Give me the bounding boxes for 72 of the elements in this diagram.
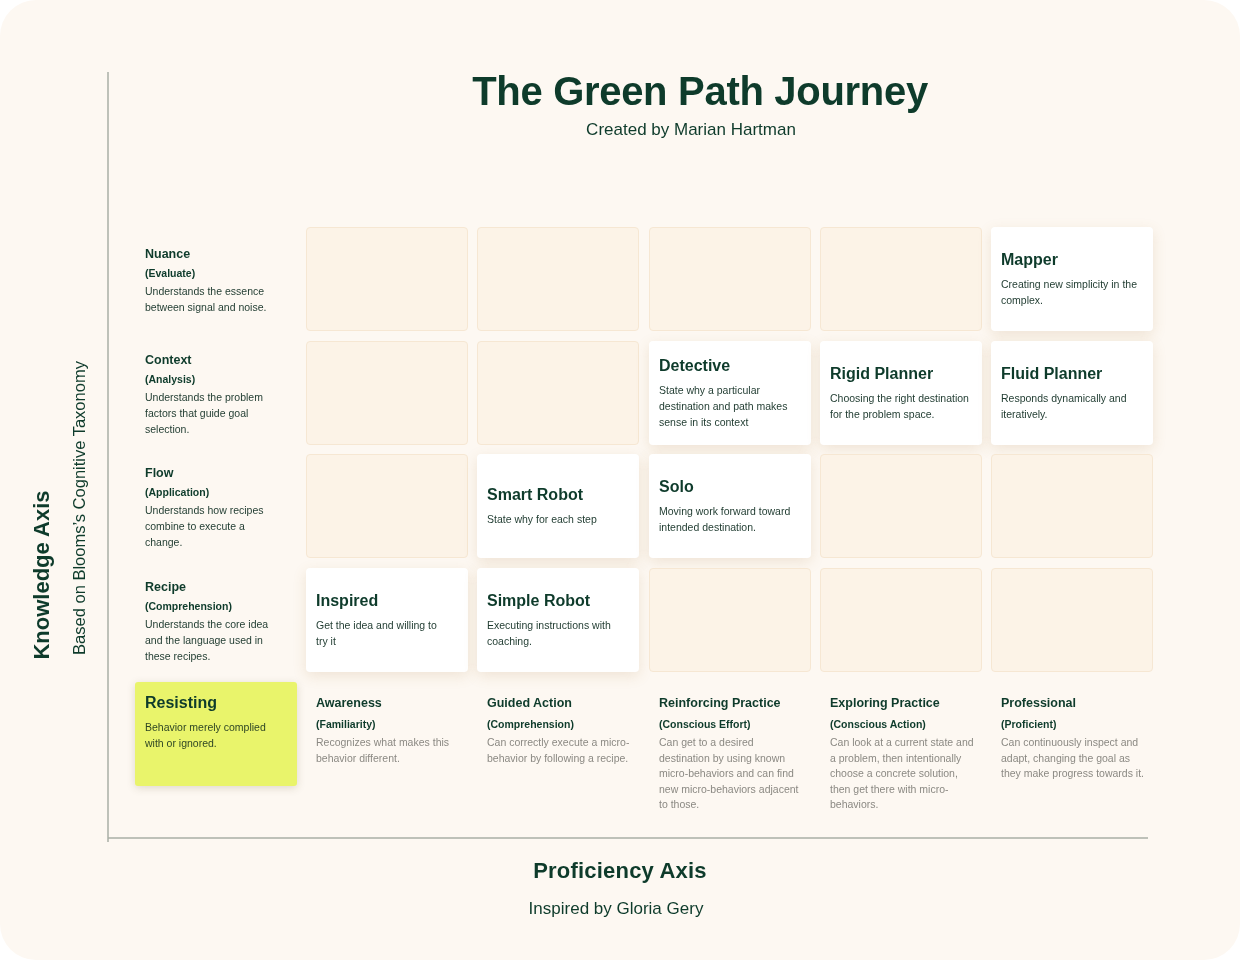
vertical-axis-subtitle: Based on Blooms’s Cognitive Taxonomy [69, 361, 89, 655]
column-description: Can continuously inspect and adapt, changing the goal as they make progress towards it. [1001, 735, 1145, 781]
card-description: Choosing the right destination for the problem space. [830, 391, 970, 422]
stage-card [991, 227, 1153, 331]
card-description: Executing instructions with coaching. [487, 618, 612, 649]
card-description: Get the idea and willing to try it [316, 618, 438, 649]
column-heading: Exploring Practice [830, 695, 940, 712]
column-heading: Awareness [316, 695, 382, 712]
card-title: Rigid Planner [830, 364, 934, 384]
card-title: Mapper [1001, 250, 1058, 270]
card-description: Moving work forward toward intended destination. [659, 504, 792, 535]
row-description: Understands the core idea and the language used in these recipes. [145, 617, 270, 664]
row-heading: Nuance [145, 246, 191, 263]
card-title: Simple Robot [487, 591, 591, 611]
column-level: (Conscious Action) [830, 717, 926, 732]
column-heading: Reinforcing Practice [659, 695, 781, 712]
empty-grid-slot [306, 227, 468, 331]
stage-card [820, 341, 982, 445]
empty-grid-slot [306, 454, 468, 558]
row-description: Understands the essence between signal and noise. [145, 284, 268, 315]
card-title: Inspired [316, 591, 379, 611]
highlighted-stage-card [135, 682, 297, 786]
row-description: Understands how recipes combine to execute a change. [145, 503, 265, 550]
empty-grid-slot [991, 454, 1153, 558]
horizontal-axis-subtitle: Inspired by Gloria Gery [528, 897, 704, 919]
empty-grid-slot [477, 227, 639, 331]
column-description: Can look at a current state and a problem, then intentionally choose a concrete solution, then get there with micro-behaviors. [830, 735, 975, 812]
empty-grid-slot [649, 568, 811, 672]
horizontal-axis-title: Proficiency Axis [533, 858, 707, 884]
row-heading: Flow [145, 465, 174, 482]
stage-card [306, 568, 468, 672]
card-description: Creating new simplicity in the complex. [1001, 277, 1138, 308]
column-heading: Professional [1001, 695, 1077, 712]
row-level: (Analysis) [145, 372, 196, 387]
card-description: Behavior merely complied with or ignored. [145, 720, 267, 751]
empty-grid-slot [477, 341, 639, 445]
column-level: (Proficient) [1001, 717, 1057, 732]
column-heading: Guided Action [487, 695, 572, 712]
card-title: Solo [659, 477, 694, 497]
card-description: State why a particular destination and path makes sense in its context [659, 383, 789, 430]
empty-grid-slot [820, 454, 982, 558]
card-title: Resisting [145, 693, 217, 713]
stage-card [649, 454, 811, 558]
empty-grid-slot [820, 227, 982, 331]
card-title: Fluid Planner [1001, 364, 1103, 384]
stage-card [477, 454, 639, 558]
column-level: (Comprehension) [487, 717, 574, 732]
column-description: Can correctly execute a micro-behavior by following a recipe. [487, 735, 631, 766]
card-description: State why for each step [487, 512, 597, 527]
diagram-title: The Green Path Journey [472, 68, 928, 114]
row-description: Understands the problem factors that guide goal selection. [145, 390, 264, 437]
row-level: (Evaluate) [145, 266, 196, 281]
row-heading: Recipe [145, 579, 186, 596]
stage-card [991, 341, 1153, 445]
card-title: Detective [659, 356, 731, 376]
empty-grid-slot [649, 227, 811, 331]
empty-grid-slot [991, 568, 1153, 672]
empty-grid-slot [820, 568, 982, 672]
stage-card [649, 341, 811, 445]
row-level: (Application) [145, 485, 210, 500]
diagram-subtitle: Created by Marian Hartman [586, 118, 796, 140]
card-title: Smart Robot [487, 485, 583, 505]
row-heading: Context [145, 352, 192, 369]
column-description: Can get to a desired destination by using known micro-behaviors and can find new micro-behaviors adjacent to those. [659, 735, 800, 812]
column-level: (Conscious Effort) [659, 717, 751, 732]
row-level: (Comprehension) [145, 599, 232, 614]
card-description: Responds dynamically and iteratively. [1001, 391, 1128, 422]
column-level: (Familiarity) [316, 717, 376, 732]
stage-card [477, 568, 639, 672]
empty-grid-slot [306, 341, 468, 445]
vertical-axis-title: Knowledge Axis [29, 490, 55, 660]
column-description: Recognizes what makes this behavior different. [316, 735, 451, 766]
